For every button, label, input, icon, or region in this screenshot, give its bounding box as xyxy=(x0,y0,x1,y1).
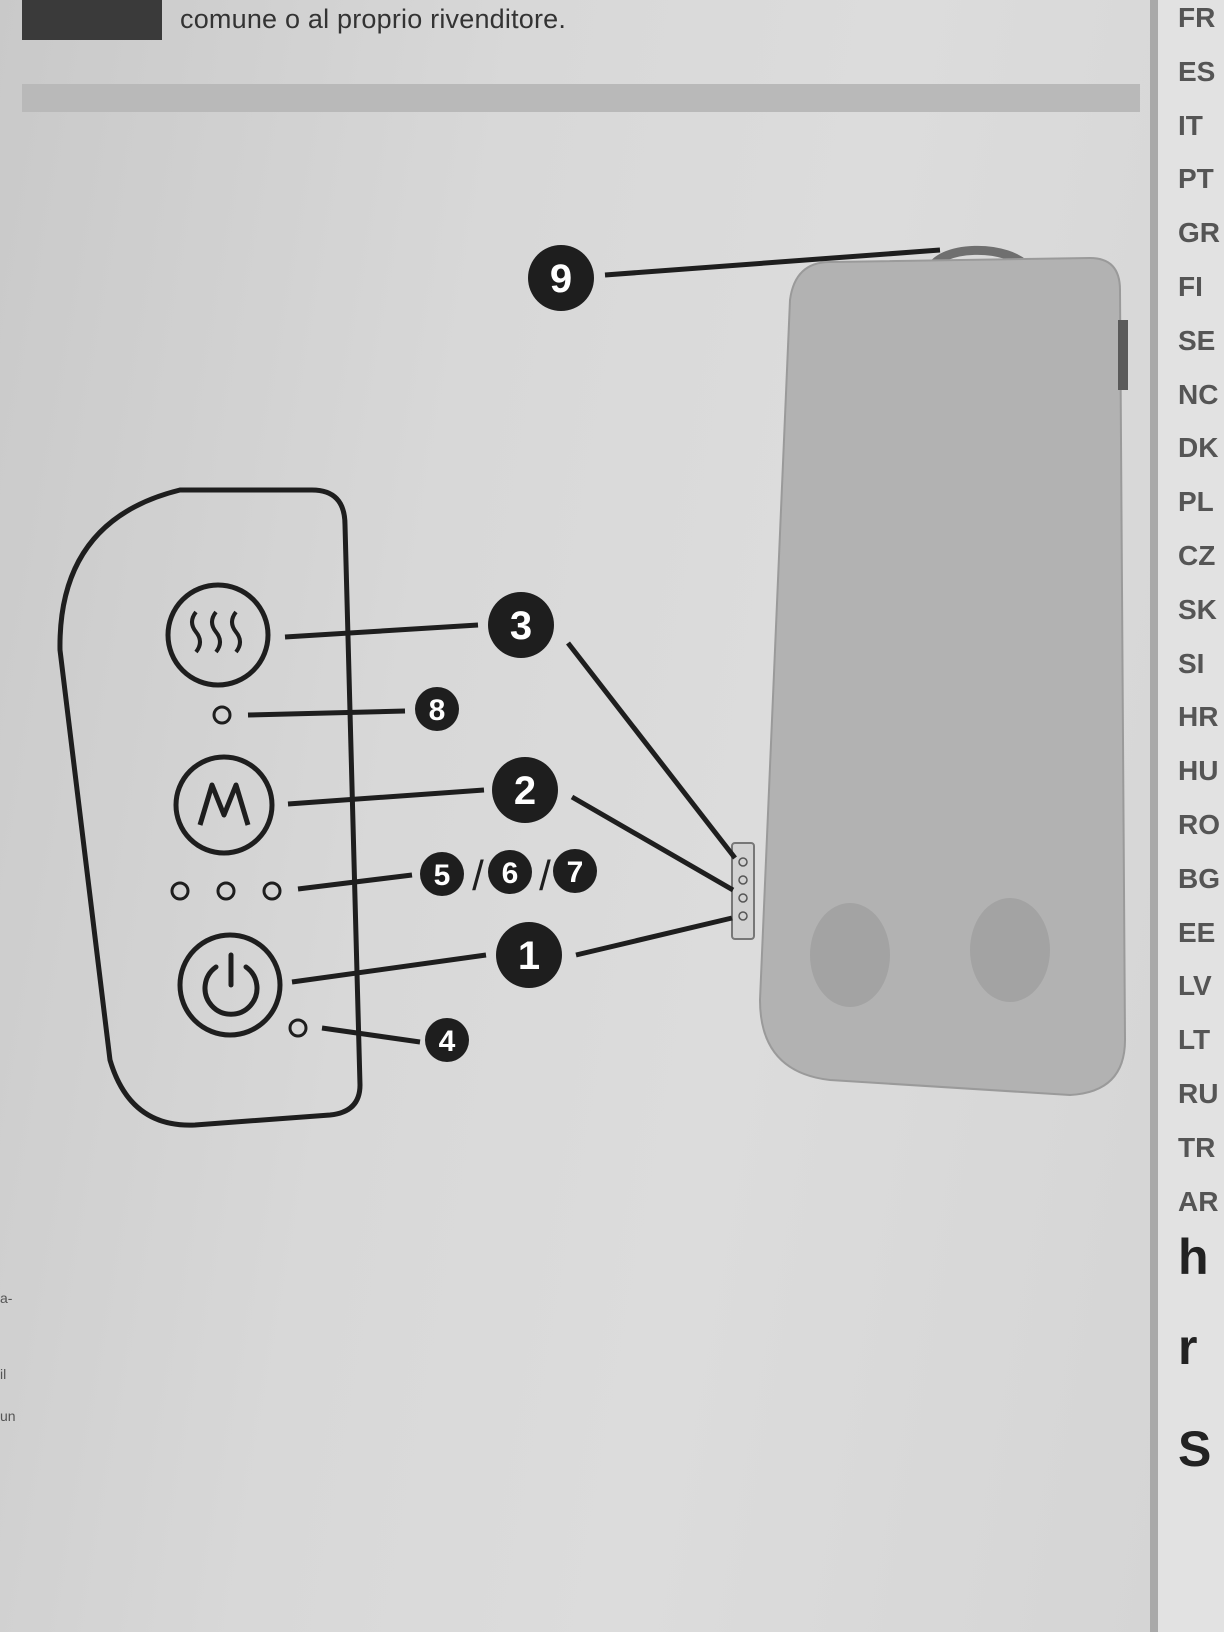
callout-4: 4 xyxy=(425,1018,469,1062)
massage-node xyxy=(810,903,890,1007)
language-tab-sk[interactable]: SK xyxy=(1178,593,1217,625)
callout-7: 7 xyxy=(553,849,597,893)
language-tab-es[interactable]: ES xyxy=(1178,55,1216,87)
product-diagram: 9 3 8 2 5 / 6 / 7 1 xyxy=(57,245,1128,1128)
sidebar-divider xyxy=(1150,0,1160,1632)
left-edge-text: un xyxy=(0,1408,16,1424)
language-tab-hr[interactable]: HR xyxy=(1178,701,1219,733)
language-tab-cz[interactable]: CZ xyxy=(1178,540,1216,571)
mode-icon xyxy=(173,754,275,856)
svg-text:7: 7 xyxy=(567,856,584,889)
header-block xyxy=(22,0,162,40)
control-panel-outline xyxy=(57,487,363,1128)
callout-6: 6 xyxy=(488,850,532,894)
callout-3: 3 xyxy=(488,592,554,658)
language-tab-tr[interactable]: TR xyxy=(1178,1131,1216,1163)
svg-text:1: 1 xyxy=(518,934,540,978)
sidebar-big-letter: r xyxy=(1178,1319,1198,1375)
section-band xyxy=(22,84,1140,112)
language-tab-ru[interactable]: RU xyxy=(1178,1078,1219,1109)
left-edge-text: il xyxy=(0,1366,7,1382)
power-led xyxy=(288,1018,308,1038)
language-tab-dk[interactable]: DK xyxy=(1178,432,1219,464)
callout-8: 8 xyxy=(415,687,459,731)
svg-text:6: 6 xyxy=(502,857,519,890)
language-tab-se[interactable]: SE xyxy=(1178,324,1216,356)
language-tab-ee[interactable]: EE xyxy=(1178,916,1216,948)
callout-slash: / xyxy=(539,852,551,899)
left-edge-text: a- xyxy=(0,1290,13,1306)
mode-led xyxy=(262,881,282,901)
callout-2: 2 xyxy=(492,757,558,823)
language-tab-lv[interactable]: LV xyxy=(1178,970,1212,1002)
language-tab-fi[interactable]: FI xyxy=(1178,271,1203,302)
power-icon xyxy=(177,932,283,1038)
language-tab-gr[interactable]: GR xyxy=(1178,217,1220,249)
language-tab-si[interactable]: SI xyxy=(1178,647,1205,679)
language-tab-bg[interactable]: BG xyxy=(1178,862,1220,894)
massage-node xyxy=(970,898,1050,1002)
language-tab-ar[interactable]: AR xyxy=(1178,1185,1219,1217)
callout-9: 9 xyxy=(528,245,594,311)
sidebar-big-letter: h xyxy=(1178,1229,1209,1285)
header-text: comune o al proprio rivenditore. xyxy=(180,4,567,34)
svg-text:5: 5 xyxy=(434,859,451,892)
sidebar-big-letter: S xyxy=(1178,1421,1212,1477)
language-tab-pl[interactable]: PL xyxy=(1178,486,1214,518)
language-tab-lt[interactable]: LT xyxy=(1178,1024,1211,1056)
language-tab-fr[interactable]: FR xyxy=(1178,2,1216,33)
mode-led xyxy=(170,881,190,901)
language-sidebar xyxy=(1158,0,1224,1632)
cushion-body xyxy=(758,256,1127,1097)
heat-led xyxy=(212,705,232,725)
language-tab-pt[interactable]: PT xyxy=(1178,163,1214,195)
language-tab-hu[interactable]: HU xyxy=(1178,755,1219,787)
language-tab-ro[interactable]: RO xyxy=(1178,809,1220,840)
callout-5: 5 xyxy=(420,852,464,896)
leader-lines xyxy=(247,247,941,1045)
svg-text:2: 2 xyxy=(514,769,536,813)
cushion-label-tag xyxy=(1118,320,1128,390)
mode-led xyxy=(216,881,236,901)
language-tab-it[interactable]: IT xyxy=(1178,109,1203,141)
svg-text:3: 3 xyxy=(510,604,532,648)
svg-text:9: 9 xyxy=(550,257,572,301)
svg-text:8: 8 xyxy=(429,694,446,727)
heat-icon xyxy=(165,582,271,688)
language-tab-nc[interactable]: NC xyxy=(1178,378,1219,410)
callout-slash: / xyxy=(472,852,484,899)
svg-text:4: 4 xyxy=(439,1025,456,1058)
callout-1: 1 xyxy=(496,922,562,988)
